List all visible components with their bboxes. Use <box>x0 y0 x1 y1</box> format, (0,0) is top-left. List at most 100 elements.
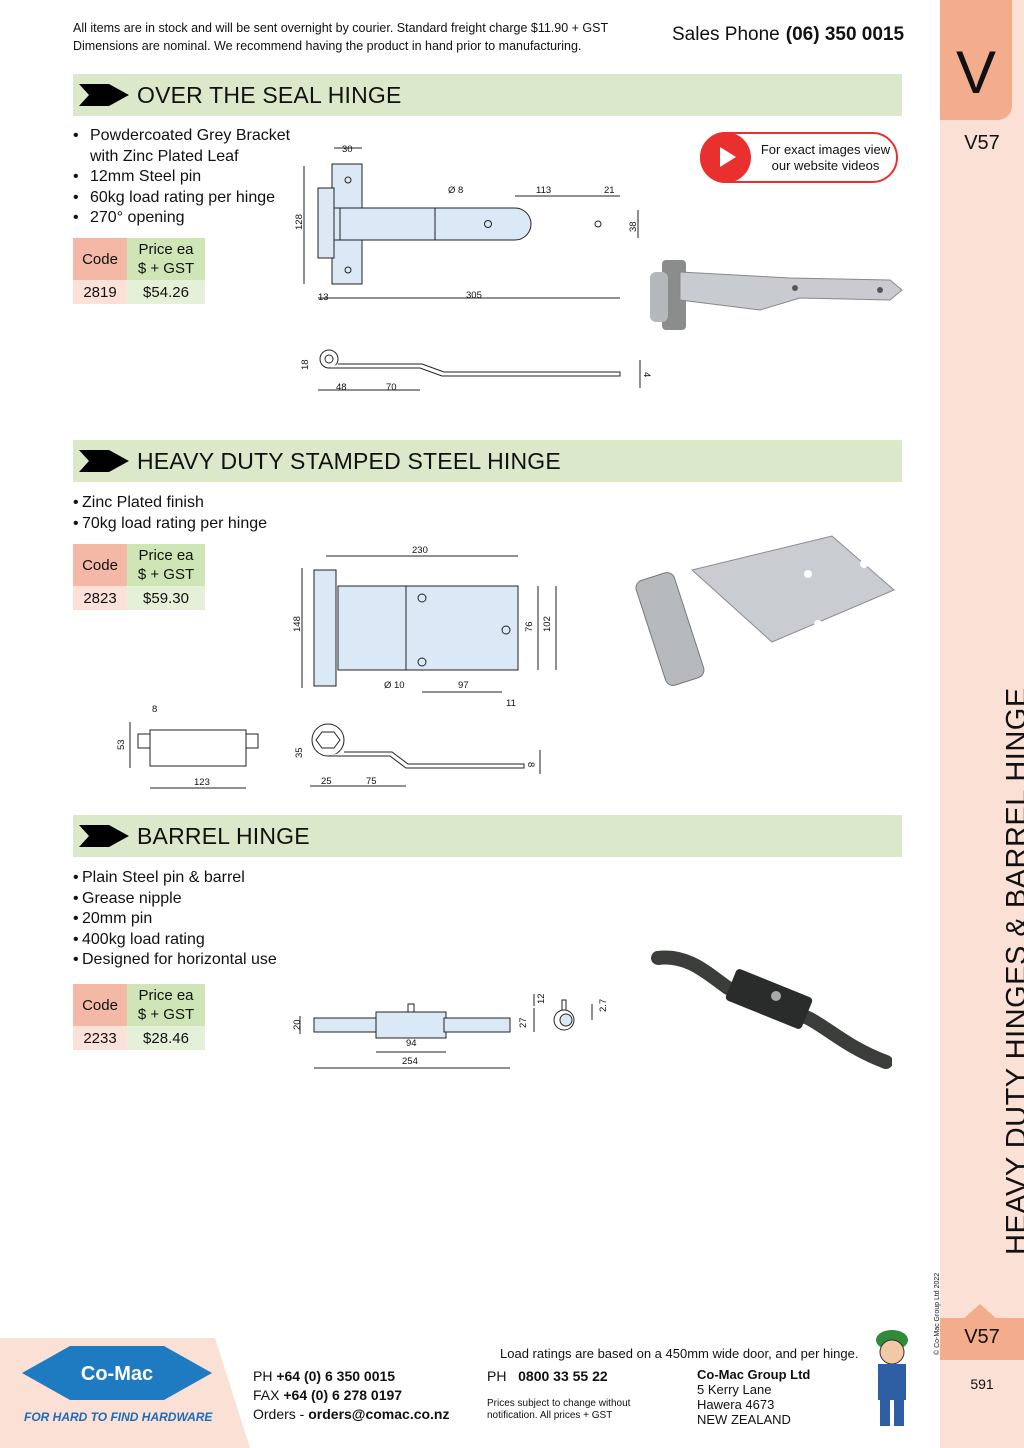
dim-label: 148 <box>292 616 303 632</box>
dim-label: Ø 8 <box>448 185 463 196</box>
dim-label: 254 <box>402 1056 418 1067</box>
feature-item: 400kg load rating <box>73 930 277 951</box>
stamped-hinge-side-drawing: 35 25 75 8 <box>294 723 541 787</box>
notice-line-2: Dimensions are nominal. We recommend hav… <box>73 39 582 53</box>
feature-item: 20mm pin <box>73 909 277 930</box>
dim-label: 76 <box>524 621 535 632</box>
over-seal-hinge-photo <box>650 260 903 330</box>
phone-link[interactable]: +64 (0) 6 350 0015 <box>276 1368 396 1384</box>
product-code: 2233 <box>73 1026 127 1050</box>
barrel-hinge-drawing: 20 94 254 27 12 2.7 <box>292 994 609 1069</box>
load-note: Load ratings are based on a 450mm wide d… <box>500 1346 859 1361</box>
product-code: 2823 <box>73 586 127 610</box>
dim-label: 48 <box>336 382 347 393</box>
section-letter: V <box>955 39 997 106</box>
code-header: Code <box>73 984 127 1026</box>
feature-item: Plain Steel pin & barrel <box>73 868 277 889</box>
dim-label: 123 <box>194 777 210 788</box>
dim-label: 128 <box>294 214 305 230</box>
product-price: $28.46 <box>127 1026 205 1050</box>
dim-label: 12 <box>536 994 547 1004</box>
feature-list: Zinc Plated finish 70kg load rating per … <box>73 493 267 534</box>
price-table: Code Price ea$ + GST 2819 $54.26 <box>73 238 205 304</box>
over-seal-top-drawing: 30 128 Ø 8 113 21 38 13 305 <box>294 144 639 303</box>
arrow-icon <box>79 84 129 106</box>
page-code-bottom: V57 <box>964 1326 1000 1348</box>
sidebar-title: HEAVY DUTY HINGES & BARREL HINGE <box>1001 687 1024 1255</box>
section-title: BARREL HINGE <box>137 822 310 849</box>
tab-notch <box>962 1304 998 1320</box>
over-seal-side-drawing: 18 48 70 4 <box>300 349 652 393</box>
feature-item: 60kg load rating per hinge <box>73 188 290 209</box>
feature-item-continued: with Zinc Plated Leaf <box>90 147 239 165</box>
dim-label: 75 <box>366 776 377 787</box>
dim-label: 18 <box>300 359 311 370</box>
dim-label: 21 <box>604 185 615 196</box>
freephone-link[interactable]: 0800 33 55 22 <box>518 1368 608 1384</box>
notice-line-1: All items are in stock and will be sent … <box>73 21 609 35</box>
stamped-hinge-end-drawing: 8 53 123 <box>116 704 259 789</box>
freephone: PH 0800 33 55 22 <box>487 1368 608 1384</box>
dim-label: 20 <box>292 1019 303 1030</box>
play-icon <box>700 132 751 183</box>
price-table: Code Price ea$ + GST 2233 $28.46 <box>73 984 205 1050</box>
feature-item: 70kg load rating per hinge <box>73 514 267 535</box>
fax-number: +64 (0) 6 278 0197 <box>283 1387 403 1403</box>
dim-label: 97 <box>458 680 469 691</box>
feature-list: Plain Steel pin & barrel Grease nipple 2… <box>73 868 277 971</box>
feature-item: Grease nipple <box>73 889 277 910</box>
dim-label: 11 <box>506 698 516 709</box>
arrow-icon <box>79 825 129 847</box>
sales-phone: Sales Phone(06) 350 0015 <box>672 24 904 46</box>
phone-label: Sales Phone <box>672 24 780 45</box>
section-banner-barrel: BARREL HINGE <box>73 815 902 857</box>
sidebar <box>940 0 1024 1448</box>
section-banner-stamped-steel: HEAVY DUTY STAMPED STEEL HINGE <box>73 440 902 482</box>
company-address: Co-Mac Group Ltd 5 Kerry Lane Hawera 467… <box>697 1367 811 1427</box>
code-header: Code <box>73 544 127 586</box>
section-tab <box>940 0 1012 120</box>
dim-label: Ø 10 <box>384 680 405 691</box>
dim-label: 35 <box>294 747 305 758</box>
phone-number[interactable]: (06) 350 0015 <box>785 24 905 45</box>
footer-contacts: PH +64 (0) 6 350 0015 FAX +64 (0) 6 278 … <box>253 1368 450 1422</box>
price-header: Price ea$ + GST <box>127 984 205 1026</box>
feature-item: 270° opening <box>73 208 290 229</box>
comac-logo <box>22 1346 212 1400</box>
code-header: Code <box>73 238 127 280</box>
price-header: Price ea$ + GST <box>127 238 205 280</box>
dim-label: 113 <box>536 185 551 196</box>
feature-list: Powdercoated Grey Bracket with Zinc Plat… <box>73 126 290 229</box>
dim-label: 102 <box>542 616 553 632</box>
stamped-hinge-photo <box>635 535 895 686</box>
section-banner-over-the-seal: OVER THE SEAL HINGE <box>73 74 902 116</box>
price-table: Code Price ea$ + GST 2823 $59.30 <box>73 544 205 610</box>
feature-item: Powdercoated Grey Bracket <box>73 126 290 147</box>
section-title: OVER THE SEAL HINGE <box>137 81 402 108</box>
stamped-hinge-top-drawing: 230 148 76 102 Ø 10 97 11 <box>292 545 557 709</box>
orders-email-link[interactable]: orders@comac.co.nz <box>308 1406 450 1422</box>
dim-label: 70 <box>386 382 397 393</box>
dim-label: 25 <box>321 776 332 787</box>
product-price: $59.30 <box>127 586 205 610</box>
dim-label: 4 <box>641 372 652 377</box>
dim-label: 27 <box>518 1017 529 1028</box>
feature-item: 12mm Steel pin <box>73 167 290 188</box>
mascot-illustration <box>876 1330 908 1426</box>
dim-label: 8 <box>152 704 157 715</box>
stock-notice: All items are in stock and will be sent … <box>73 19 653 55</box>
logo-text: Co-Mac <box>80 1363 154 1385</box>
page-code-tab <box>940 1318 1024 1360</box>
tagline: FOR HARD TO FIND HARDWARE <box>24 1410 213 1424</box>
dim-label: 38 <box>628 221 639 232</box>
dim-label: 13 <box>318 292 329 303</box>
dim-label: 94 <box>406 1038 417 1049</box>
page-code-top: V57 <box>964 132 1000 154</box>
dim-label: 53 <box>116 739 127 750</box>
feature-item: Zinc Plated finish <box>73 493 267 514</box>
feature-item: Designed for horizontal use <box>73 950 277 971</box>
price-header: Price ea$ + GST <box>127 544 205 586</box>
